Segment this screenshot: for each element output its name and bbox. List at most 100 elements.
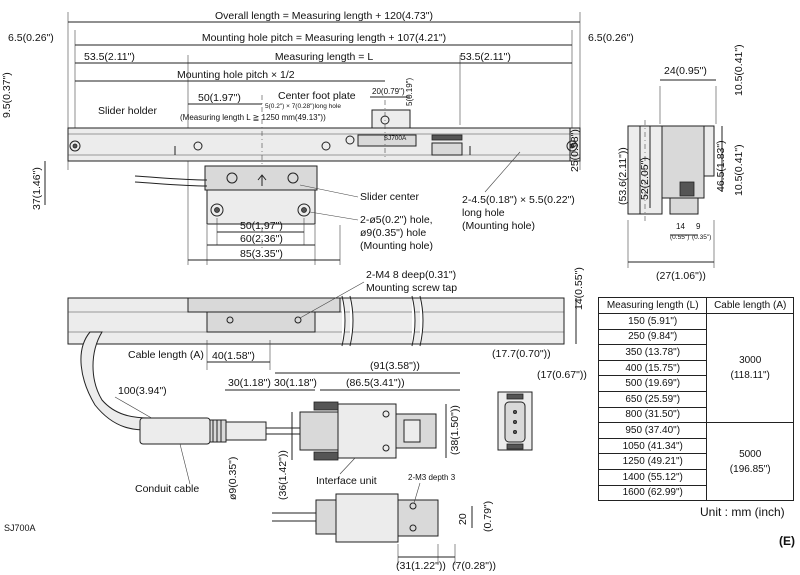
- m4-b-label: Mounting screw tap: [366, 282, 457, 294]
- half-pitch-label: Mounting hole pitch × 1/2: [177, 69, 295, 81]
- cable-cell-group1: 3000 (118.11"): [706, 312, 794, 424]
- cable-assembly: [139, 401, 437, 461]
- cable-mm-group2: 5000: [739, 448, 762, 460]
- side-14-label: 14: [676, 222, 685, 231]
- dim-20-label: 20(0.79"): [372, 87, 405, 96]
- dim-25-label: 25(0.98"): [569, 129, 581, 172]
- slider-holder-label: Slider holder: [98, 105, 157, 117]
- dim-60-label: 60(2.36"): [240, 233, 283, 245]
- measuring-length-cell: 950 (37.40"): [597, 422, 708, 439]
- cable-cell-group2: 5000 (196.85"): [706, 422, 794, 502]
- dim-38-label: (38(1.50")): [449, 405, 461, 455]
- dim-91-label: (91(3.58")): [370, 360, 420, 372]
- measuring-length-label: Measuring length = L: [275, 51, 374, 63]
- table-row: 1600 (62.99"): [597, 484, 794, 502]
- side-536-label: (53.6(2.11")): [617, 147, 629, 205]
- dim-30b-label: 30(1.18"): [274, 377, 317, 389]
- hole-a-label: 2-ø5(0.2") hole,: [360, 214, 433, 226]
- measuring-length-cell: 1400 (55.12"): [597, 468, 708, 486]
- cable-mm-group1: 3000: [739, 355, 762, 367]
- top-dimensions: Overall length = Measuring length + 120(…: [1, 10, 634, 265]
- interface-unit-label: Interface unit: [316, 475, 377, 487]
- end-left-label: 53.5(2.11"): [84, 51, 135, 63]
- dim-14-label: 14(0.55"): [573, 267, 585, 310]
- measuring-length-cell: 650 (25.59"): [597, 390, 708, 408]
- measuring-length-cell: 1600 (62.99"): [597, 484, 708, 502]
- side-52-label: 52(2.05"): [639, 157, 651, 200]
- conduit-cable-label: Conduit cable: [135, 483, 199, 495]
- side-24-label: 24(0.95"): [664, 65, 707, 77]
- dim-079-label: (0.79"): [482, 501, 494, 532]
- slider-dimensions: 50(1.97") 60(2.36") 85(3.35"): [188, 218, 341, 265]
- hole-b-label: ø9(0.35") hole: [360, 227, 426, 239]
- scale-top-view: SJ700A: [67, 95, 581, 250]
- cable-in-group1: (118.11"): [730, 370, 770, 382]
- dim-85-label: 85(3.35"): [240, 248, 283, 260]
- dim-30a-label: 30(1.18"): [228, 377, 271, 389]
- side-9-label: 9: [696, 222, 701, 231]
- interface-bottom-view: [272, 493, 473, 565]
- dim-36-label: (36(1.42")): [277, 450, 289, 500]
- unit-note: Unit : mm (inch): [700, 505, 785, 519]
- dim-5-label: 5(0.19"): [405, 77, 414, 106]
- dim-7-label: (7(0.28")): [452, 560, 496, 572]
- dim-17-label: (17(0.67")): [537, 369, 587, 381]
- dim-50-label: 50(1.97"): [198, 92, 241, 104]
- slider-center-label: Slider center: [360, 191, 419, 203]
- dim-20b-label: 20: [457, 513, 469, 525]
- dim-865-label: (86.5(3.41")): [346, 377, 405, 389]
- cable-length-table: Measuring length (L) Cable length (A) 15…: [597, 297, 794, 502]
- measuring-length-cell: 500 (19.69"): [597, 375, 708, 392]
- side-105a-label: 10.5(0.41"): [733, 44, 745, 96]
- side-section-view: [627, 79, 723, 268]
- overall-length-label: Overall length = Measuring length + 120(…: [215, 10, 433, 22]
- long-hole-b-label: long hole: [462, 207, 505, 219]
- height-95-label: 9.5(0.37"): [1, 72, 13, 118]
- measuring-length-cell: 250 (9.84"): [597, 328, 708, 346]
- side-14-in-label: (0.55"): [670, 234, 689, 241]
- side-105b-label: 10.5(0.41"): [733, 144, 745, 196]
- long-hole-a-label: 2-4.5(0.18") × 5.5(0.22"): [462, 194, 575, 206]
- table-header-row: Measuring length (L) Cable length (A): [597, 297, 794, 314]
- left-margin-label: 6.5(0.26"): [8, 32, 54, 44]
- end-right-label: 53.5(2.11"): [460, 51, 511, 63]
- long-hole-c-label: (Mounting hole): [462, 220, 535, 232]
- mount-pitch-label: Mounting hole pitch = Measuring length +…: [202, 32, 446, 44]
- slider-top-view: [134, 165, 318, 225]
- side-27-label: (27(1.06")): [656, 270, 706, 282]
- col-measuring-header: Measuring length (L): [597, 297, 708, 314]
- dim-100-label: 100(3.94"): [118, 385, 167, 397]
- model-code: SJ700A: [4, 523, 36, 533]
- measuring-length-cell: 1250 (49.21"): [597, 453, 708, 470]
- measuring-length-cell: 400 (15.75"): [597, 359, 708, 377]
- table-row: 950 (37.40") 5000 (196.85"): [597, 422, 794, 502]
- long-hole-spec-label: 5(0.2") × 7(0.28")long hole: [265, 103, 341, 110]
- right-margin-label: 6.5(0.26"): [588, 32, 634, 44]
- measuring-length-cell: 1050 (41.34"): [597, 437, 708, 455]
- measuring-length-cell: 150 (5.91"): [597, 313, 708, 330]
- cable-length-label: Cable length (A): [128, 349, 204, 361]
- dim-31-label: (31(1.22")): [396, 560, 446, 572]
- table-row: 150 (5.91") 3000 (118.11"): [597, 312, 794, 424]
- scale-model-mark: SJ700A: [384, 135, 407, 142]
- dim-37-label: 37(1.46"): [31, 167, 43, 210]
- center-foot-plate-label: Center foot plate: [278, 90, 356, 102]
- scale-side-view: [67, 295, 565, 431]
- m3-label: 2-M3 depth 3: [408, 473, 456, 482]
- dim-177-label: (17.7(0.70")): [492, 348, 551, 360]
- language-mark: (E): [779, 534, 795, 548]
- m4-a-label: 2-M4 8 deep(0.31"): [366, 269, 456, 281]
- connector-front-view: [497, 391, 533, 451]
- dim-40-label: 40(1.58"): [212, 350, 255, 362]
- col-cable-header: Cable length (A): [706, 297, 794, 314]
- measuring-length-cell: 350 (13.78"): [597, 344, 708, 361]
- long-hole-cond-label: (Measuring length L ≧ 1250 mm(49.13")): [180, 113, 326, 122]
- measuring-length-cell: 800 (31.50"): [597, 406, 708, 424]
- cable-in-group2: (196.85"): [729, 463, 771, 475]
- dim-9-label: ø9(0.35"): [227, 457, 239, 500]
- side-9-in-label: (0.35"): [692, 234, 711, 241]
- dim-50b-label: 50(1.97"): [240, 220, 283, 232]
- side-465-label: 46.5(1.83"): [715, 140, 727, 192]
- hole-c-label: (Mounting hole): [360, 240, 433, 252]
